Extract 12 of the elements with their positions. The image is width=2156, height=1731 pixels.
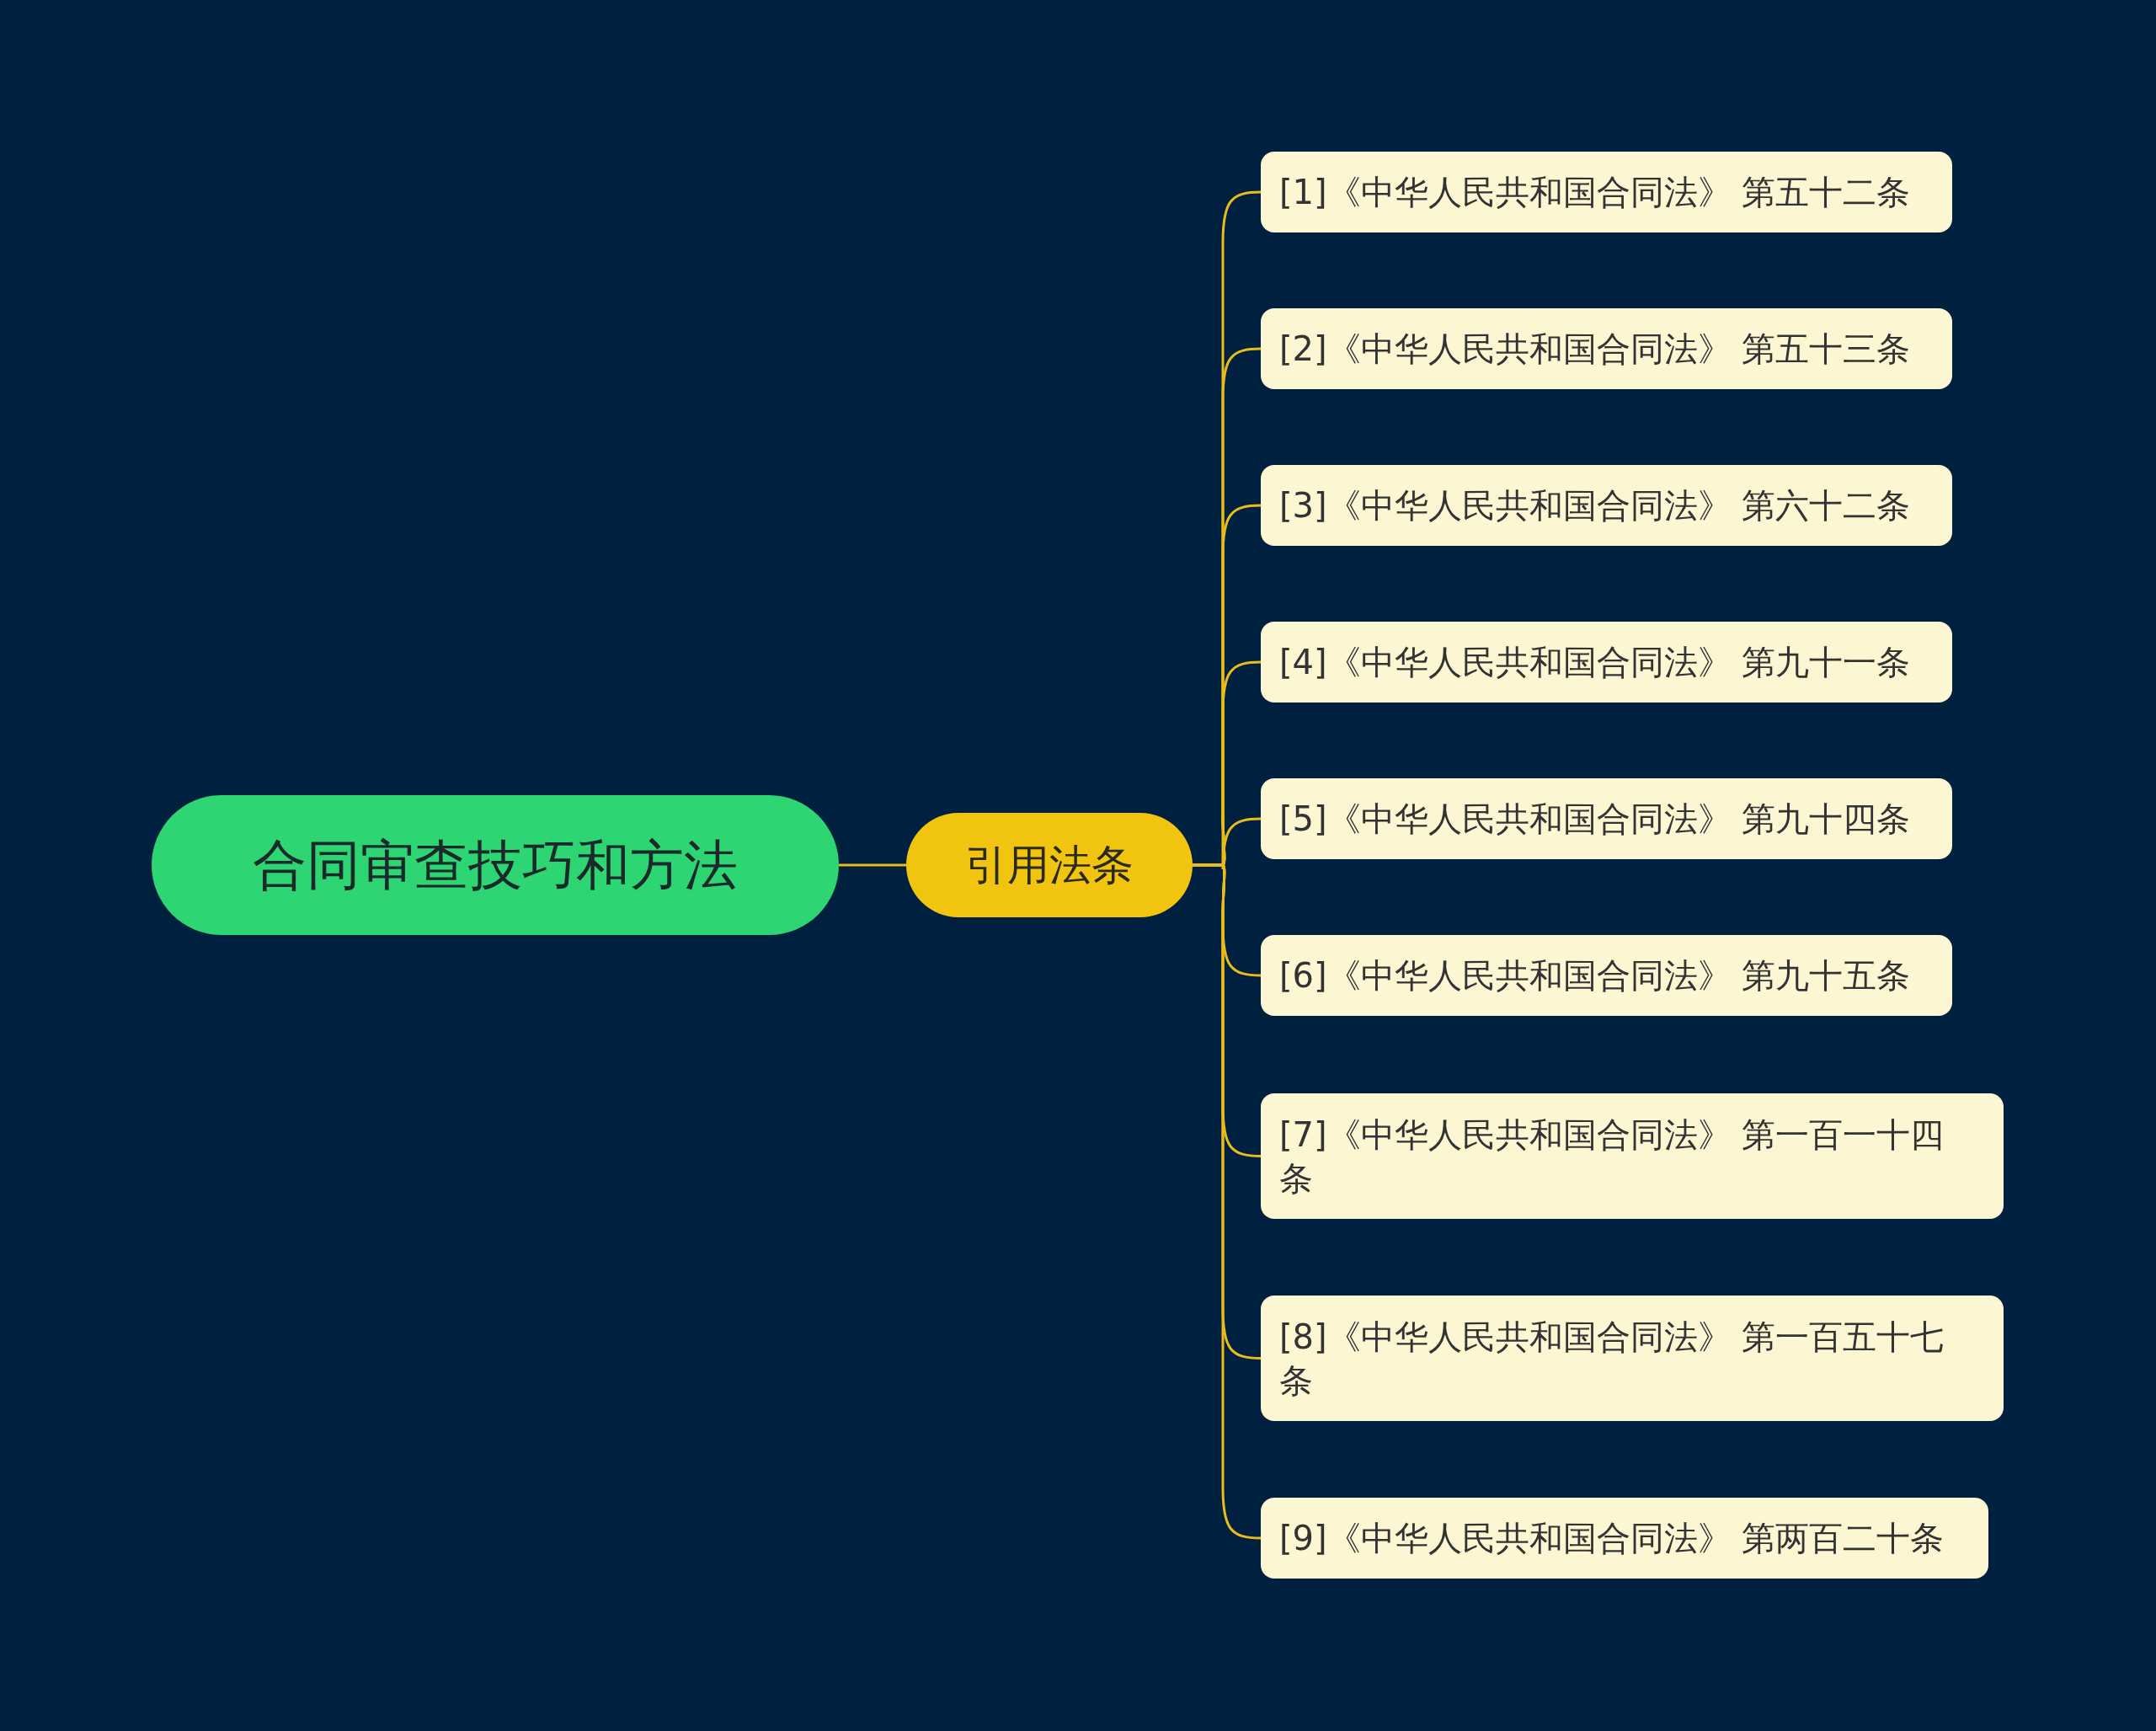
leaf-topic: [3]《中华人民共和国合同法》 第六十二条 bbox=[1261, 465, 1952, 546]
connector-line bbox=[839, 863, 906, 867]
leaf-topic: [6]《中华人民共和国合同法》 第九十五条 bbox=[1261, 935, 1952, 1016]
leaf-topic: [7]《中华人民共和国合同法》 第一百一十四条 bbox=[1261, 1093, 2004, 1219]
leaf-topic: [4]《中华人民共和国合同法》 第九十一条 bbox=[1261, 622, 1952, 703]
leaf-topic: [2]《中华人民共和国合同法》 第五十三条 bbox=[1261, 308, 1952, 389]
root-topic: 合同审查技巧和方法 bbox=[152, 795, 839, 935]
leaf-topic: [8]《中华人民共和国合同法》 第一百五十七条 bbox=[1261, 1296, 2004, 1421]
leaf-topic: [1]《中华人民共和国合同法》 第五十二条 bbox=[1261, 152, 1952, 232]
leaf-topic: [9]《中华人民共和国合同法》 第两百二十条 bbox=[1261, 1498, 1988, 1579]
branch-topic: 引用法条 bbox=[906, 813, 1193, 917]
leaf-topic: [5]《中华人民共和国合同法》 第九十四条 bbox=[1261, 778, 1952, 859]
